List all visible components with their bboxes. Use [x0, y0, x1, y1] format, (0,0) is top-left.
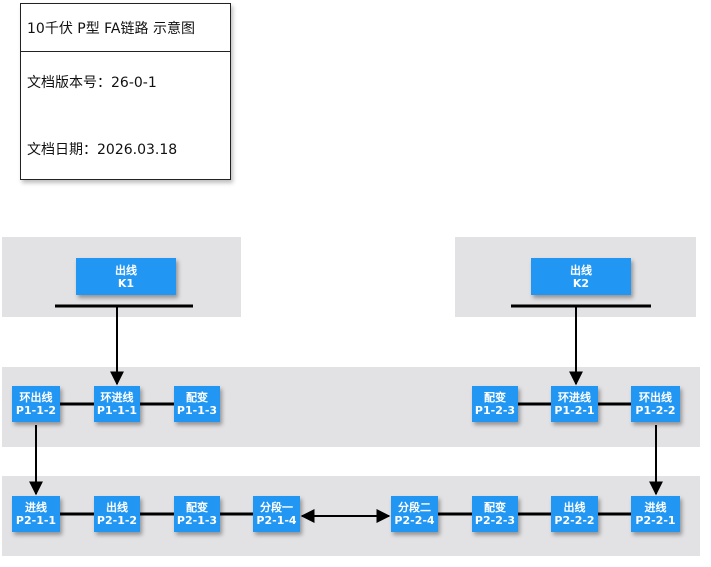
- node-p1-2-3-label: 配变: [484, 391, 506, 404]
- node-p1-2-2-label: 环出线: [639, 391, 672, 404]
- node-p2-2-2-label: 出线: [563, 501, 586, 514]
- node-p1-1-2-id: P1-1-2: [15, 404, 57, 417]
- document-info-box: 10千伏 P型 FA链路 示意图 文档版本号：26-0-1 文档日期：2026.…: [20, 3, 231, 180]
- node-p2-1-3-label: 配变: [186, 501, 208, 514]
- node-p2-1-2-label: 出线: [106, 501, 128, 514]
- document-version: 文档版本号：26-0-1: [27, 75, 157, 91]
- diagram-title: 10千伏 P型 FA链路 示意图: [21, 4, 230, 52]
- node-p2-1-4-id: P2-1-4: [256, 514, 297, 527]
- node-k1-label: 出线: [115, 263, 137, 277]
- node-p2-2-1-id: P2-2-1: [635, 514, 676, 527]
- node-p2-1-1-id: P2-1-1: [15, 514, 57, 527]
- node-p1-1-3[interactable]: 配变 P1-1-3: [174, 386, 220, 422]
- node-p1-1-3-id: P1-1-3: [176, 404, 218, 417]
- node-p2-1-4[interactable]: 分段一 P2-1-4: [253, 496, 300, 532]
- node-p2-1-2[interactable]: 出线 P2-1-2: [94, 496, 140, 532]
- node-p2-2-3-label: 配变: [484, 501, 506, 514]
- node-p1-2-3-id: P1-2-3: [474, 404, 516, 417]
- node-p1-2-2[interactable]: 环出线 P1-2-2: [631, 386, 680, 422]
- node-p2-2-2-id: P2-2-2: [554, 514, 595, 527]
- node-p1-1-1-label: 环进线: [100, 391, 134, 404]
- node-p2-2-1-label: 进线: [644, 501, 667, 514]
- node-p2-1-3[interactable]: 配变 P2-1-3: [174, 496, 220, 532]
- node-p2-2-1[interactable]: 进线 P2-2-1: [631, 496, 680, 532]
- node-p1-1-2[interactable]: 环出线 P1-1-2: [12, 386, 60, 422]
- node-p1-2-2-id: P1-2-2: [635, 404, 676, 417]
- node-k1[interactable]: 出线 K1: [76, 258, 176, 295]
- node-p1-1-1[interactable]: 环进线 P1-1-1: [94, 386, 140, 422]
- node-p2-2-4-id: P2-2-4: [394, 514, 435, 527]
- node-p1-1-2-label: 环出线: [19, 391, 53, 404]
- node-p1-2-1-id: P1-2-1: [554, 404, 595, 417]
- node-p2-2-4[interactable]: 分段二 P2-2-4: [391, 496, 438, 532]
- node-p2-1-3-id: P2-1-3: [176, 514, 218, 527]
- node-p1-2-3[interactable]: 配变 P1-2-3: [472, 386, 518, 422]
- document-date: 文档日期：2026.03.18: [27, 142, 178, 158]
- node-p2-1-1[interactable]: 进线 P2-1-1: [12, 496, 60, 532]
- node-k2-label: 出线: [570, 263, 592, 277]
- node-p2-2-3-id: P2-2-3: [474, 514, 516, 527]
- node-p2-1-2-id: P2-1-2: [96, 514, 138, 527]
- node-p1-1-1-id: P1-1-1: [96, 404, 138, 417]
- node-p1-2-1[interactable]: 环进线 P1-2-1: [551, 386, 598, 422]
- node-p2-2-2[interactable]: 出线 P2-2-2: [551, 496, 598, 532]
- node-p1-2-1-label: 环进线: [558, 391, 591, 404]
- node-p2-1-4-label: 分段一: [260, 501, 293, 514]
- node-p2-2-3[interactable]: 配变 P2-2-3: [472, 496, 518, 532]
- node-k2-id: K2: [572, 276, 590, 290]
- node-k2[interactable]: 出线 K2: [531, 258, 631, 295]
- node-p2-2-4-label: 分段二: [398, 501, 431, 514]
- node-p1-1-3-label: 配变: [186, 391, 208, 404]
- node-p2-1-1-label: 进线: [25, 501, 47, 514]
- node-k1-id: K1: [117, 276, 135, 290]
